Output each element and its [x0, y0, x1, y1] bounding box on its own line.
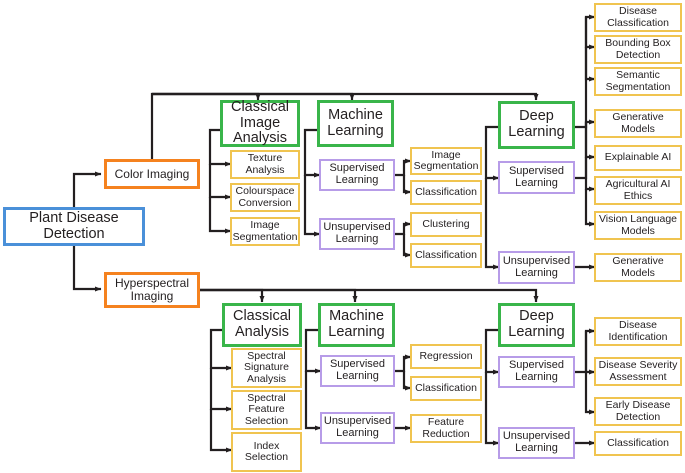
- node-explainable-ai[interactable]: Explainable AI: [594, 145, 682, 171]
- node-label: Bounding Box Detection: [605, 37, 671, 61]
- node-label: Generative Models: [612, 111, 664, 135]
- node-dl-supervised-hs[interactable]: Supervised Learning: [498, 356, 575, 388]
- node-ml-supervised-color[interactable]: Supervised Learning: [319, 159, 395, 191]
- node-spectral-feature-selection[interactable]: Spectral Feature Selection: [231, 390, 302, 430]
- node-label: Machine Learning: [327, 106, 384, 139]
- node-colourspace-conversion[interactable]: Colourspace Conversion: [230, 183, 300, 212]
- node-label: Clustering: [422, 217, 470, 230]
- node-label: Image Segmentation: [413, 148, 479, 172]
- node-agricultural-ai-ethics[interactable]: Agricultural AI Ethics: [594, 176, 682, 205]
- node-label: Color Imaging: [114, 166, 190, 181]
- node-plant-disease-detection[interactable]: Plant Disease Detection: [3, 207, 145, 246]
- node-ml-image-segmentation-color[interactable]: Image Segmentation: [410, 147, 482, 175]
- node-label: Generative Models: [612, 255, 664, 279]
- node-label: Semantic Segmentation: [605, 69, 671, 93]
- node-label: Unsupervised Learning: [323, 221, 391, 245]
- node-ml-unsupervised-color[interactable]: Unsupervised Learning: [319, 218, 395, 250]
- node-label: Agricultural AI Ethics: [605, 178, 671, 202]
- node-ml-classification-supervised-color[interactable]: Classification: [410, 180, 482, 205]
- node-label: Index Selection: [244, 439, 289, 463]
- node-hyperspectral-imaging[interactable]: Hyperspectral Imaging: [104, 272, 200, 308]
- node-machine-learning-color[interactable]: Machine Learning: [317, 100, 394, 147]
- node-disease-classification[interactable]: Disease Classification: [594, 3, 682, 32]
- node-ml-regression-hs[interactable]: Regression: [410, 344, 482, 369]
- node-generative-models-supervised-color[interactable]: Generative Models: [594, 109, 682, 138]
- node-label: Plant Disease Detection: [29, 209, 119, 242]
- node-label: Early Disease Detection: [605, 399, 671, 423]
- node-machine-learning-hs[interactable]: Machine Learning: [318, 303, 395, 347]
- node-disease-identification[interactable]: Disease Identification: [594, 317, 682, 346]
- node-generative-models-unsupervised-color[interactable]: Generative Models: [594, 253, 682, 282]
- node-classification-dl-hs[interactable]: Classification: [594, 431, 682, 456]
- node-classical-analysis-hs[interactable]: Classical Analysis: [222, 303, 302, 347]
- node-label: Deep Learning: [508, 308, 565, 340]
- node-dl-unsupervised-hs[interactable]: Unsupervised Learning: [498, 427, 575, 459]
- node-vision-language-models[interactable]: Vision Language Models: [594, 211, 682, 240]
- node-label: Supervised Learning: [329, 358, 386, 382]
- node-early-disease-detection[interactable]: Early Disease Detection: [594, 397, 682, 426]
- node-dl-unsupervised-color[interactable]: Unsupervised Learning: [498, 251, 575, 284]
- node-disease-severity-assessment[interactable]: Disease Severity Assessment: [594, 357, 682, 386]
- node-label: Texture Analysis: [245, 152, 285, 176]
- node-dl-supervised-color[interactable]: Supervised Learning: [498, 161, 575, 194]
- node-bounding-box-detection[interactable]: Bounding Box Detection: [594, 35, 682, 64]
- node-label: Classification: [415, 381, 477, 394]
- node-label: Explainable AI: [604, 151, 672, 164]
- node-label: Supervised Learning: [508, 359, 565, 383]
- node-image-segmentation-classical[interactable]: Image Segmentation: [230, 217, 300, 246]
- node-spectral-signature-analysis[interactable]: Spectral Signature Analysis: [231, 348, 302, 388]
- node-label: Classification: [415, 185, 477, 198]
- node-label: Unsupervised Learning: [323, 415, 392, 439]
- node-deep-learning-hs[interactable]: Deep Learning: [498, 303, 575, 347]
- node-label: Unsupervised Learning: [502, 430, 571, 454]
- node-label: Spectral Feature Selection: [244, 392, 289, 427]
- node-semantic-segmentation[interactable]: Semantic Segmentation: [594, 67, 682, 96]
- node-label: Machine Learning: [328, 308, 385, 340]
- node-label: Classical Image Analysis: [230, 99, 289, 147]
- node-deep-learning-color[interactable]: Deep Learning: [498, 101, 575, 149]
- node-texture-analysis[interactable]: Texture Analysis: [230, 150, 300, 179]
- node-label: Colourspace Conversion: [235, 185, 295, 209]
- node-label: Deep Learning: [508, 108, 565, 140]
- node-label: Disease Severity Assessment: [598, 359, 678, 383]
- node-label: Feature Reduction: [422, 416, 470, 440]
- node-label: Unsupervised Learning: [502, 254, 571, 279]
- node-index-selection[interactable]: Index Selection: [231, 432, 302, 472]
- node-label: Disease Classification: [607, 5, 669, 29]
- node-ml-unsupervised-hs[interactable]: Unsupervised Learning: [320, 412, 395, 444]
- node-ml-classification-hs[interactable]: Classification: [410, 376, 482, 401]
- node-label: Classical Analysis: [232, 308, 291, 340]
- node-ml-feature-reduction-hs[interactable]: Feature Reduction: [410, 414, 482, 443]
- node-label: Spectral Signature Analysis: [244, 350, 289, 385]
- node-label: Classification: [607, 436, 669, 449]
- node-label: Supervised Learning: [508, 164, 565, 189]
- node-label: Classification: [415, 248, 477, 261]
- node-classical-image-analysis[interactable]: Classical Image Analysis: [220, 99, 300, 147]
- node-label: Supervised Learning: [329, 162, 385, 186]
- node-label: Vision Language Models: [598, 213, 678, 237]
- node-label: Disease Identification: [608, 319, 668, 343]
- node-ml-clustering-color[interactable]: Clustering: [410, 212, 482, 237]
- node-ml-classification-unsupervised-color[interactable]: Classification: [410, 243, 482, 268]
- node-label: Image Segmentation: [232, 219, 298, 243]
- node-label: Hyperspectral Imaging: [114, 276, 190, 303]
- node-color-imaging[interactable]: Color Imaging: [104, 159, 200, 189]
- node-ml-supervised-hs[interactable]: Supervised Learning: [320, 355, 395, 387]
- node-label: Regression: [419, 349, 473, 362]
